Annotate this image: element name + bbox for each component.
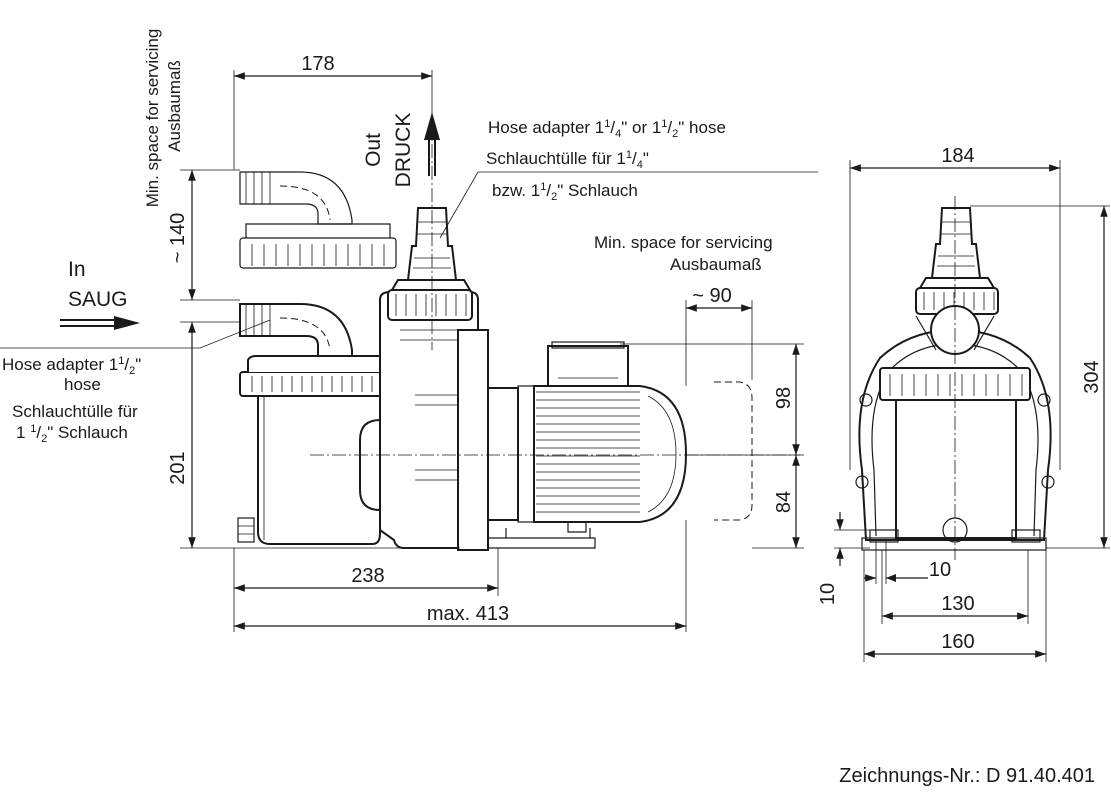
druck-label: DRUCK (392, 113, 415, 188)
outlet-flow-arrow-icon (424, 112, 440, 176)
hose-adapter-outlet-de-2: bzw. 11/2" Schlauch (492, 181, 638, 203)
hose-adapter-outlet-en: Hose adapter 11/4" or 11/2" hose (488, 118, 726, 140)
hose-adapter-inlet-en: Hose adapter 11/2" (2, 355, 141, 377)
in-label: In (68, 258, 86, 281)
dim-140: ~ 140 (167, 213, 189, 264)
dim-184: 184 (941, 145, 974, 167)
dim-10-horizontal: 10 (929, 559, 951, 581)
ausbaumass-label-side: Ausbaumaß (670, 255, 762, 274)
dim-160: 160 (941, 631, 974, 653)
saug-label: SAUG (68, 288, 128, 311)
hose-adapter-inlet-de-2: 1 1/2" Schlauch (16, 423, 128, 445)
dim-178: 178 (301, 53, 334, 75)
min-space-label-vertical: Min. space for servicing (143, 29, 162, 208)
pump-front-view (855, 196, 1055, 560)
hose-adapter-inlet-en-2: hose (64, 375, 101, 394)
min-space-label-side: Min. space for servicing (594, 233, 773, 252)
dim-98: 98 (773, 387, 795, 409)
dim-413: max. 413 (427, 603, 509, 625)
side-annotations: Min. space for servicing Ausbaumaß Out D… (0, 29, 818, 445)
drawing-number: Zeichnungs-Nr.: D 91.40.401 (839, 765, 1095, 787)
dim-304: 304 (1081, 360, 1103, 393)
dim-10-vertical: 10 (817, 583, 839, 605)
hose-adapter-inlet-de: Schlauchtülle für (12, 402, 138, 421)
front-dimensions: 184 304 10 10 130 160 (817, 145, 1110, 662)
hose-adapter-outlet-de: Schlauchtülle für 11/4" (486, 149, 649, 171)
out-label: Out (362, 133, 385, 167)
side-dimensions: 178 ~ 140 201 238 max. 413 ~ 90 98 84 (167, 53, 804, 632)
dim-130: 130 (941, 593, 974, 615)
dim-238: 238 (351, 565, 384, 587)
dim-84: 84 (773, 491, 795, 513)
dim-201: 201 (167, 451, 189, 484)
dim-90: ~ 90 (692, 285, 731, 307)
ausbaumass-label-vertical: Ausbaumaß (165, 60, 184, 152)
inlet-flow-arrow-icon (60, 316, 140, 330)
pump-side-view (237, 100, 800, 551)
